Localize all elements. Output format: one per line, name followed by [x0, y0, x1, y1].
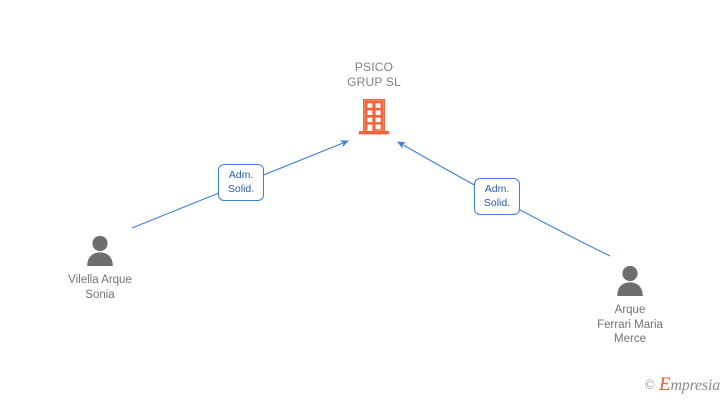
brand-initial: E — [659, 374, 671, 395]
building-icon[interactable] — [318, 96, 430, 136]
brand-logo: Empresia — [659, 374, 720, 395]
brand-rest: mpresia — [670, 377, 720, 394]
company-node[interactable]: PSICO GRUP SL — [318, 60, 430, 136]
person-node-right[interactable]: Arque Ferrari Maria Merce — [565, 260, 695, 347]
person-name-label: Arque Ferrari Maria Merce — [597, 304, 663, 345]
person-name-label: Vilella Arque Sonia — [68, 274, 132, 301]
person-icon[interactable] — [565, 260, 695, 296]
copyright-icon: © — [644, 377, 656, 393]
relation-label-left[interactable]: Adm. Solid. — [218, 164, 264, 201]
watermark: © Empresia — [644, 374, 720, 395]
person-node-left[interactable]: Vilella Arque Sonia — [35, 230, 165, 302]
relation-label-right[interactable]: Adm. Solid. — [474, 178, 520, 215]
company-name-label: PSICO GRUP SL — [347, 60, 401, 89]
person-icon[interactable] — [35, 230, 165, 266]
